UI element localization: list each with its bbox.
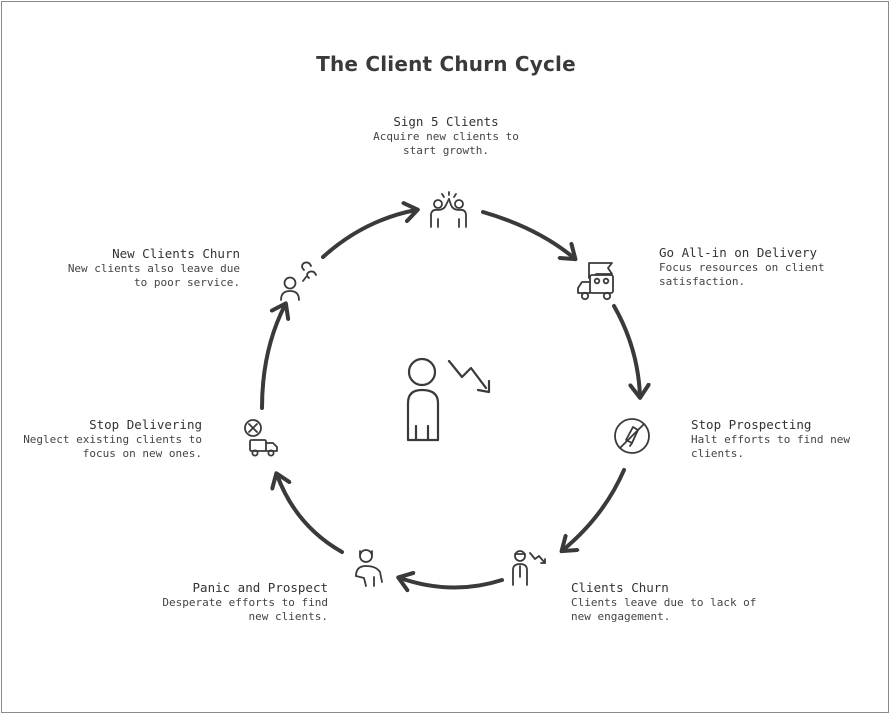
step-description: Focus resources on client xyxy=(659,261,825,274)
person-leaving-icon xyxy=(512,550,546,586)
arrow-panic-to-stopdelivering xyxy=(277,475,344,554)
step-heading: Panic and Prospect xyxy=(192,580,328,595)
person-waving-icon xyxy=(280,261,317,301)
declining-person-icon xyxy=(406,357,491,442)
step-new-clients-churn: New Clients Churn New clients also leave… xyxy=(40,246,240,289)
delivery-truck-icon xyxy=(577,262,614,301)
step-heading: New Clients Churn xyxy=(112,246,240,261)
high-five-icon xyxy=(430,191,467,228)
step-description: Acquire new clients to xyxy=(373,130,519,143)
no-prospecting-icon xyxy=(614,418,650,454)
panic-person-icon xyxy=(355,549,383,587)
arrow-churn-to-panic xyxy=(400,578,504,588)
step-description: clients. xyxy=(691,447,744,460)
step-stop-prospecting: Stop Prospecting Halt efforts to find ne… xyxy=(691,417,881,460)
step-heading: Stop Prospecting xyxy=(691,417,812,432)
step-description: new engagement. xyxy=(571,610,671,623)
step-description: Clients leave due to lack of xyxy=(571,596,757,609)
arrow-delivery-to-prospecting xyxy=(612,304,640,396)
step-panic-prospect: Panic and Prospect Desperate efforts to … xyxy=(108,580,328,623)
step-description: to poor service. xyxy=(134,276,240,289)
step-description: start growth. xyxy=(402,144,490,157)
step-description: New clients also leave due xyxy=(67,262,240,275)
step-description: Desperate efforts to find xyxy=(162,596,328,609)
step-clients-churn: Clients Churn Clients leave due to lack … xyxy=(571,580,811,623)
arrow-newchurn-to-sign xyxy=(321,210,416,259)
step-description: satisfaction. xyxy=(659,275,746,288)
stopped-truck-icon xyxy=(244,419,278,457)
step-sign-clients: Sign 5 Clients Acquire new clients to st… xyxy=(356,114,536,157)
arrow-prospecting-to-churn xyxy=(563,468,626,550)
step-heading: Go All-in on Delivery xyxy=(659,245,818,260)
arrow-stopdelivering-to-newchurn xyxy=(260,305,285,410)
step-description: Neglect existing clients to xyxy=(23,433,202,446)
step-description: Halt efforts to find new xyxy=(691,433,850,446)
step-stop-delivering: Stop Delivering Neglect existing clients… xyxy=(12,417,202,460)
arrow-sign-to-delivery xyxy=(481,210,574,258)
step-all-in-delivery: Go All-in on Delivery Focus resources on… xyxy=(659,245,879,288)
diagram-title: The Client Churn Cycle xyxy=(316,52,576,76)
step-description: focus on new ones. xyxy=(82,447,202,460)
step-heading: Clients Churn xyxy=(571,580,669,595)
step-description: new clients. xyxy=(248,610,328,623)
step-heading: Stop Delivering xyxy=(89,417,202,432)
step-heading: Sign 5 Clients xyxy=(393,114,499,129)
